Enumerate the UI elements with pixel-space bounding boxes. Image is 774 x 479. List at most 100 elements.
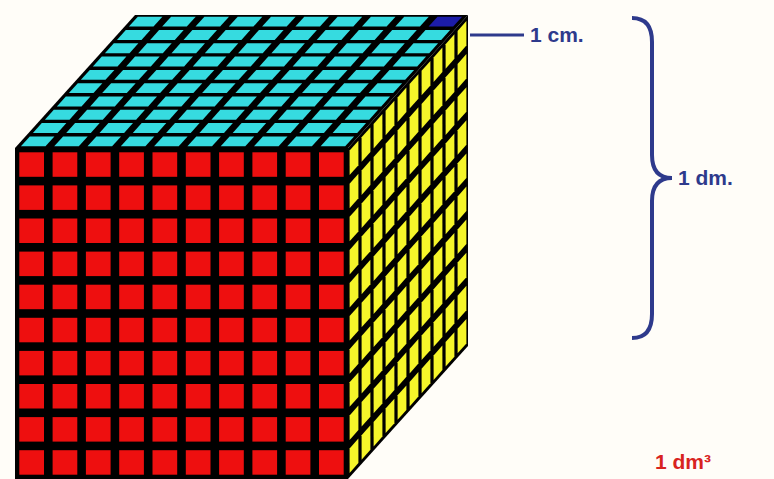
unit-cell	[124, 97, 158, 107]
unit-cell	[100, 123, 134, 133]
unit-cell	[417, 30, 451, 40]
unit-cell	[217, 30, 251, 40]
unit-cell	[219, 384, 244, 409]
unit-cell	[157, 97, 191, 107]
unit-cell	[252, 152, 277, 177]
unit-cell	[186, 450, 211, 475]
unit-cell	[326, 57, 360, 67]
unit-cell	[205, 43, 239, 53]
unit-cell	[153, 219, 178, 244]
unit-cell	[252, 185, 277, 210]
unit-cell	[238, 43, 272, 53]
unit-cell	[88, 136, 122, 146]
unit-cell	[219, 219, 244, 244]
unit-cell	[458, 153, 467, 187]
unit-cell	[172, 43, 206, 53]
unit-cell	[434, 246, 443, 280]
unit-cell	[86, 252, 111, 277]
unit-cell	[350, 240, 359, 274]
unit-cell	[153, 450, 178, 475]
unit-cell	[319, 351, 344, 376]
unit-cell	[350, 207, 359, 241]
unit-cell	[458, 187, 467, 221]
unit-cell	[286, 384, 311, 409]
unit-cell	[422, 226, 431, 260]
unit-cell	[53, 351, 78, 376]
volume-label: 1 dm³	[655, 450, 711, 474]
unit-cell	[422, 61, 431, 95]
unit-cell	[286, 318, 311, 343]
unit-cell	[458, 54, 467, 88]
unit-cell	[333, 123, 367, 133]
unit-cell	[374, 313, 383, 347]
unit-cell	[136, 83, 170, 93]
unit-cell	[19, 152, 44, 177]
unit-cell	[458, 319, 467, 353]
unit-cell	[398, 121, 407, 155]
unit-cell	[259, 57, 293, 67]
unit-cell	[410, 140, 419, 174]
unit-cell	[398, 88, 407, 122]
unit-cell	[148, 70, 182, 80]
unit-cell	[321, 136, 355, 146]
unit-cell	[446, 34, 455, 68]
unit-cell	[186, 219, 211, 244]
unit-cell	[434, 81, 443, 115]
unit-cell	[410, 306, 419, 340]
unit-cell	[434, 48, 443, 82]
unit-cell	[252, 219, 277, 244]
unit-cell	[319, 417, 344, 442]
unit-cell	[410, 74, 419, 108]
unit-cell	[434, 147, 443, 181]
unit-cell	[410, 174, 419, 208]
unit-cell	[383, 30, 417, 40]
unit-cell	[145, 110, 179, 120]
unit-cell	[184, 30, 218, 40]
unit-cell	[381, 70, 415, 80]
unit-cell	[223, 97, 257, 107]
unit-cell	[293, 57, 327, 67]
unit-cell	[350, 372, 359, 406]
unit-cell	[362, 127, 371, 161]
unit-cell	[271, 43, 305, 53]
unit-cell	[386, 200, 395, 234]
unit-cell	[286, 285, 311, 310]
unit-cell	[153, 285, 178, 310]
unit-cell	[286, 152, 311, 177]
unit-cell	[53, 152, 78, 177]
unit-cell	[196, 17, 230, 27]
unit-cell	[446, 299, 455, 333]
unit-cell	[199, 123, 233, 133]
unit-cell	[219, 185, 244, 210]
unit-cell	[150, 30, 184, 40]
unit-cell	[362, 227, 371, 261]
unit-cell	[287, 136, 321, 146]
unit-cell	[186, 152, 211, 177]
unit-cell	[235, 83, 269, 93]
unit-cell	[86, 351, 111, 376]
unit-cell	[114, 70, 148, 80]
unit-cell	[86, 318, 111, 343]
unit-cell	[374, 280, 383, 314]
dimension-label: 1 dm.	[678, 166, 733, 190]
unit-cell	[93, 57, 127, 67]
unit-cell	[186, 417, 211, 442]
unit-cell	[369, 83, 403, 93]
unit-cell	[186, 252, 211, 277]
unit-cell	[317, 30, 351, 40]
unit-cell	[422, 260, 431, 294]
unit-cell	[219, 285, 244, 310]
unit-cell	[434, 312, 443, 346]
unit-cell	[153, 351, 178, 376]
unit-cell	[286, 219, 311, 244]
unit-cell	[319, 252, 344, 277]
unit-cell	[19, 219, 44, 244]
unit-cell	[247, 70, 281, 80]
unit-cell	[319, 219, 344, 244]
unit-cell	[45, 110, 79, 120]
unit-cell	[119, 318, 144, 343]
unit-cell	[374, 412, 383, 446]
unit-cell	[434, 180, 443, 214]
unit-cell	[57, 97, 91, 107]
